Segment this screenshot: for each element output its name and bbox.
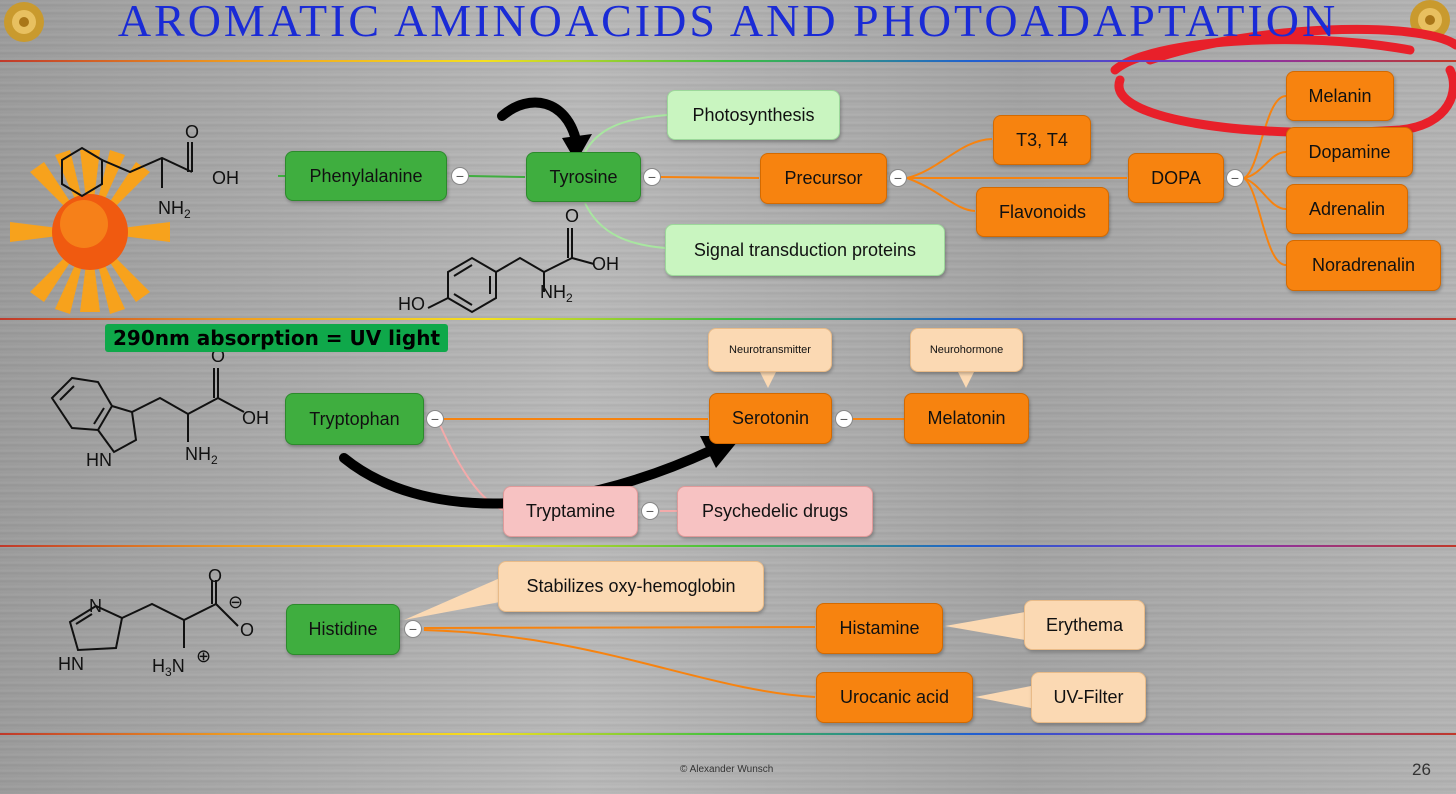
node-serotonin[interactable]: Serotonin bbox=[709, 393, 832, 444]
chem-label: ⊕ bbox=[196, 646, 211, 666]
chem-label: HO bbox=[398, 294, 425, 314]
connector bbox=[423, 626, 816, 629]
chem-label: O bbox=[240, 620, 254, 640]
chem-label: ⊖ bbox=[228, 592, 243, 612]
connector bbox=[660, 176, 760, 179]
divider bbox=[0, 733, 1456, 735]
node-adrenalin[interactable]: Adrenalin bbox=[1286, 184, 1408, 234]
collapse-toggle-icon[interactable]: − bbox=[1226, 169, 1244, 187]
chem-label: O bbox=[208, 566, 222, 586]
histidine-structure bbox=[68, 580, 239, 652]
node-tryptophan[interactable]: Tryptophan bbox=[285, 393, 424, 445]
chem-label: NH2 bbox=[158, 198, 191, 221]
node-tyrosine[interactable]: Tyrosine bbox=[526, 152, 641, 202]
chem-label: NH2 bbox=[185, 444, 218, 467]
collapse-toggle-icon[interactable]: − bbox=[404, 620, 422, 638]
chem-label: N bbox=[89, 596, 102, 616]
node-dopa[interactable]: DOPA bbox=[1128, 153, 1224, 203]
connector bbox=[1243, 151, 1287, 179]
node-tryptamine[interactable]: Tryptamine bbox=[503, 486, 638, 537]
copyright-credit: © Alexander Wunsch bbox=[680, 764, 774, 775]
phenylalanine-structure bbox=[61, 142, 193, 198]
collapse-toggle-icon[interactable]: − bbox=[643, 168, 661, 186]
tryptophan-structure bbox=[50, 368, 245, 454]
callout-neurohormone: Neurohormone bbox=[910, 328, 1023, 372]
collapse-toggle-icon[interactable]: − bbox=[426, 410, 444, 428]
callout-tail bbox=[404, 578, 500, 620]
divider bbox=[0, 318, 1456, 320]
connector bbox=[906, 138, 993, 179]
node-phenylalanine[interactable]: Phenylalanine bbox=[285, 151, 447, 201]
callout-tail bbox=[975, 686, 1031, 708]
chem-label: H3N bbox=[152, 656, 185, 679]
connector bbox=[468, 175, 526, 178]
uv-absorption-label: 290nm absorption = UV light bbox=[105, 324, 449, 352]
node-histamine[interactable]: Histamine bbox=[816, 603, 943, 654]
divider bbox=[0, 60, 1456, 62]
node-melanin[interactable]: Melanin bbox=[1286, 71, 1394, 121]
node-signal-transduction-proteins[interactable]: Signal transduction proteins bbox=[665, 224, 945, 276]
node-t3-t4[interactable]: T3, T4 bbox=[993, 115, 1091, 165]
callout-tail bbox=[760, 372, 776, 388]
node-dopamine[interactable]: Dopamine bbox=[1286, 127, 1413, 177]
collapse-toggle-icon[interactable]: − bbox=[641, 502, 659, 520]
collapse-toggle-icon[interactable]: − bbox=[889, 169, 907, 187]
page-number: 26 bbox=[1412, 760, 1431, 779]
connector bbox=[423, 629, 816, 698]
page-title: AROMATIC AMINOACIDS AND PHOTOADAPTATION bbox=[117, 0, 1339, 46]
callout-stabilizes-oxy-hemoglobin: Stabilizes oxy-hemoglobin bbox=[498, 561, 764, 612]
callout-tail bbox=[958, 372, 974, 388]
sun-icon bbox=[10, 150, 170, 314]
collapse-toggle-icon[interactable]: − bbox=[835, 410, 853, 428]
ornament-left-icon bbox=[4, 2, 44, 42]
chem-label: OH bbox=[592, 254, 619, 274]
chem-label: OH bbox=[242, 408, 269, 428]
connector bbox=[1243, 177, 1287, 266]
node-precursor[interactable]: Precursor bbox=[760, 153, 887, 204]
node-urocanic-acid[interactable]: Urocanic acid bbox=[816, 672, 973, 723]
chem-label: OH bbox=[212, 168, 239, 188]
connector bbox=[584, 114, 668, 153]
callout-erythema: Erythema bbox=[1024, 600, 1145, 650]
chem-label: NH2 bbox=[540, 282, 573, 305]
chem-label: HN bbox=[58, 654, 84, 674]
connector bbox=[1243, 177, 1287, 210]
collapse-toggle-icon[interactable]: − bbox=[451, 167, 469, 185]
connector bbox=[584, 202, 666, 249]
node-histidine[interactable]: Histidine bbox=[286, 604, 400, 655]
chem-label: HN bbox=[86, 450, 112, 470]
node-psychedelic-drugs[interactable]: Psychedelic drugs bbox=[677, 486, 873, 537]
tyrosine-structure bbox=[427, 228, 595, 314]
chem-label: O bbox=[565, 206, 579, 226]
node-flavonoids[interactable]: Flavonoids bbox=[976, 187, 1109, 237]
arrow-to-tyrosine-icon bbox=[497, 97, 592, 162]
node-noradrenalin[interactable]: Noradrenalin bbox=[1286, 240, 1441, 291]
callout-tail bbox=[945, 612, 1025, 640]
node-melatonin[interactable]: Melatonin bbox=[904, 393, 1029, 444]
callout-uv-filter: UV-Filter bbox=[1031, 672, 1146, 723]
connector bbox=[906, 177, 976, 212]
chem-label: O bbox=[185, 122, 199, 142]
callout-neurotransmitter: Neurotransmitter bbox=[708, 328, 832, 372]
divider bbox=[0, 545, 1456, 547]
arrow-to-serotonin-icon bbox=[339, 436, 742, 509]
node-photosynthesis[interactable]: Photosynthesis bbox=[667, 90, 840, 140]
